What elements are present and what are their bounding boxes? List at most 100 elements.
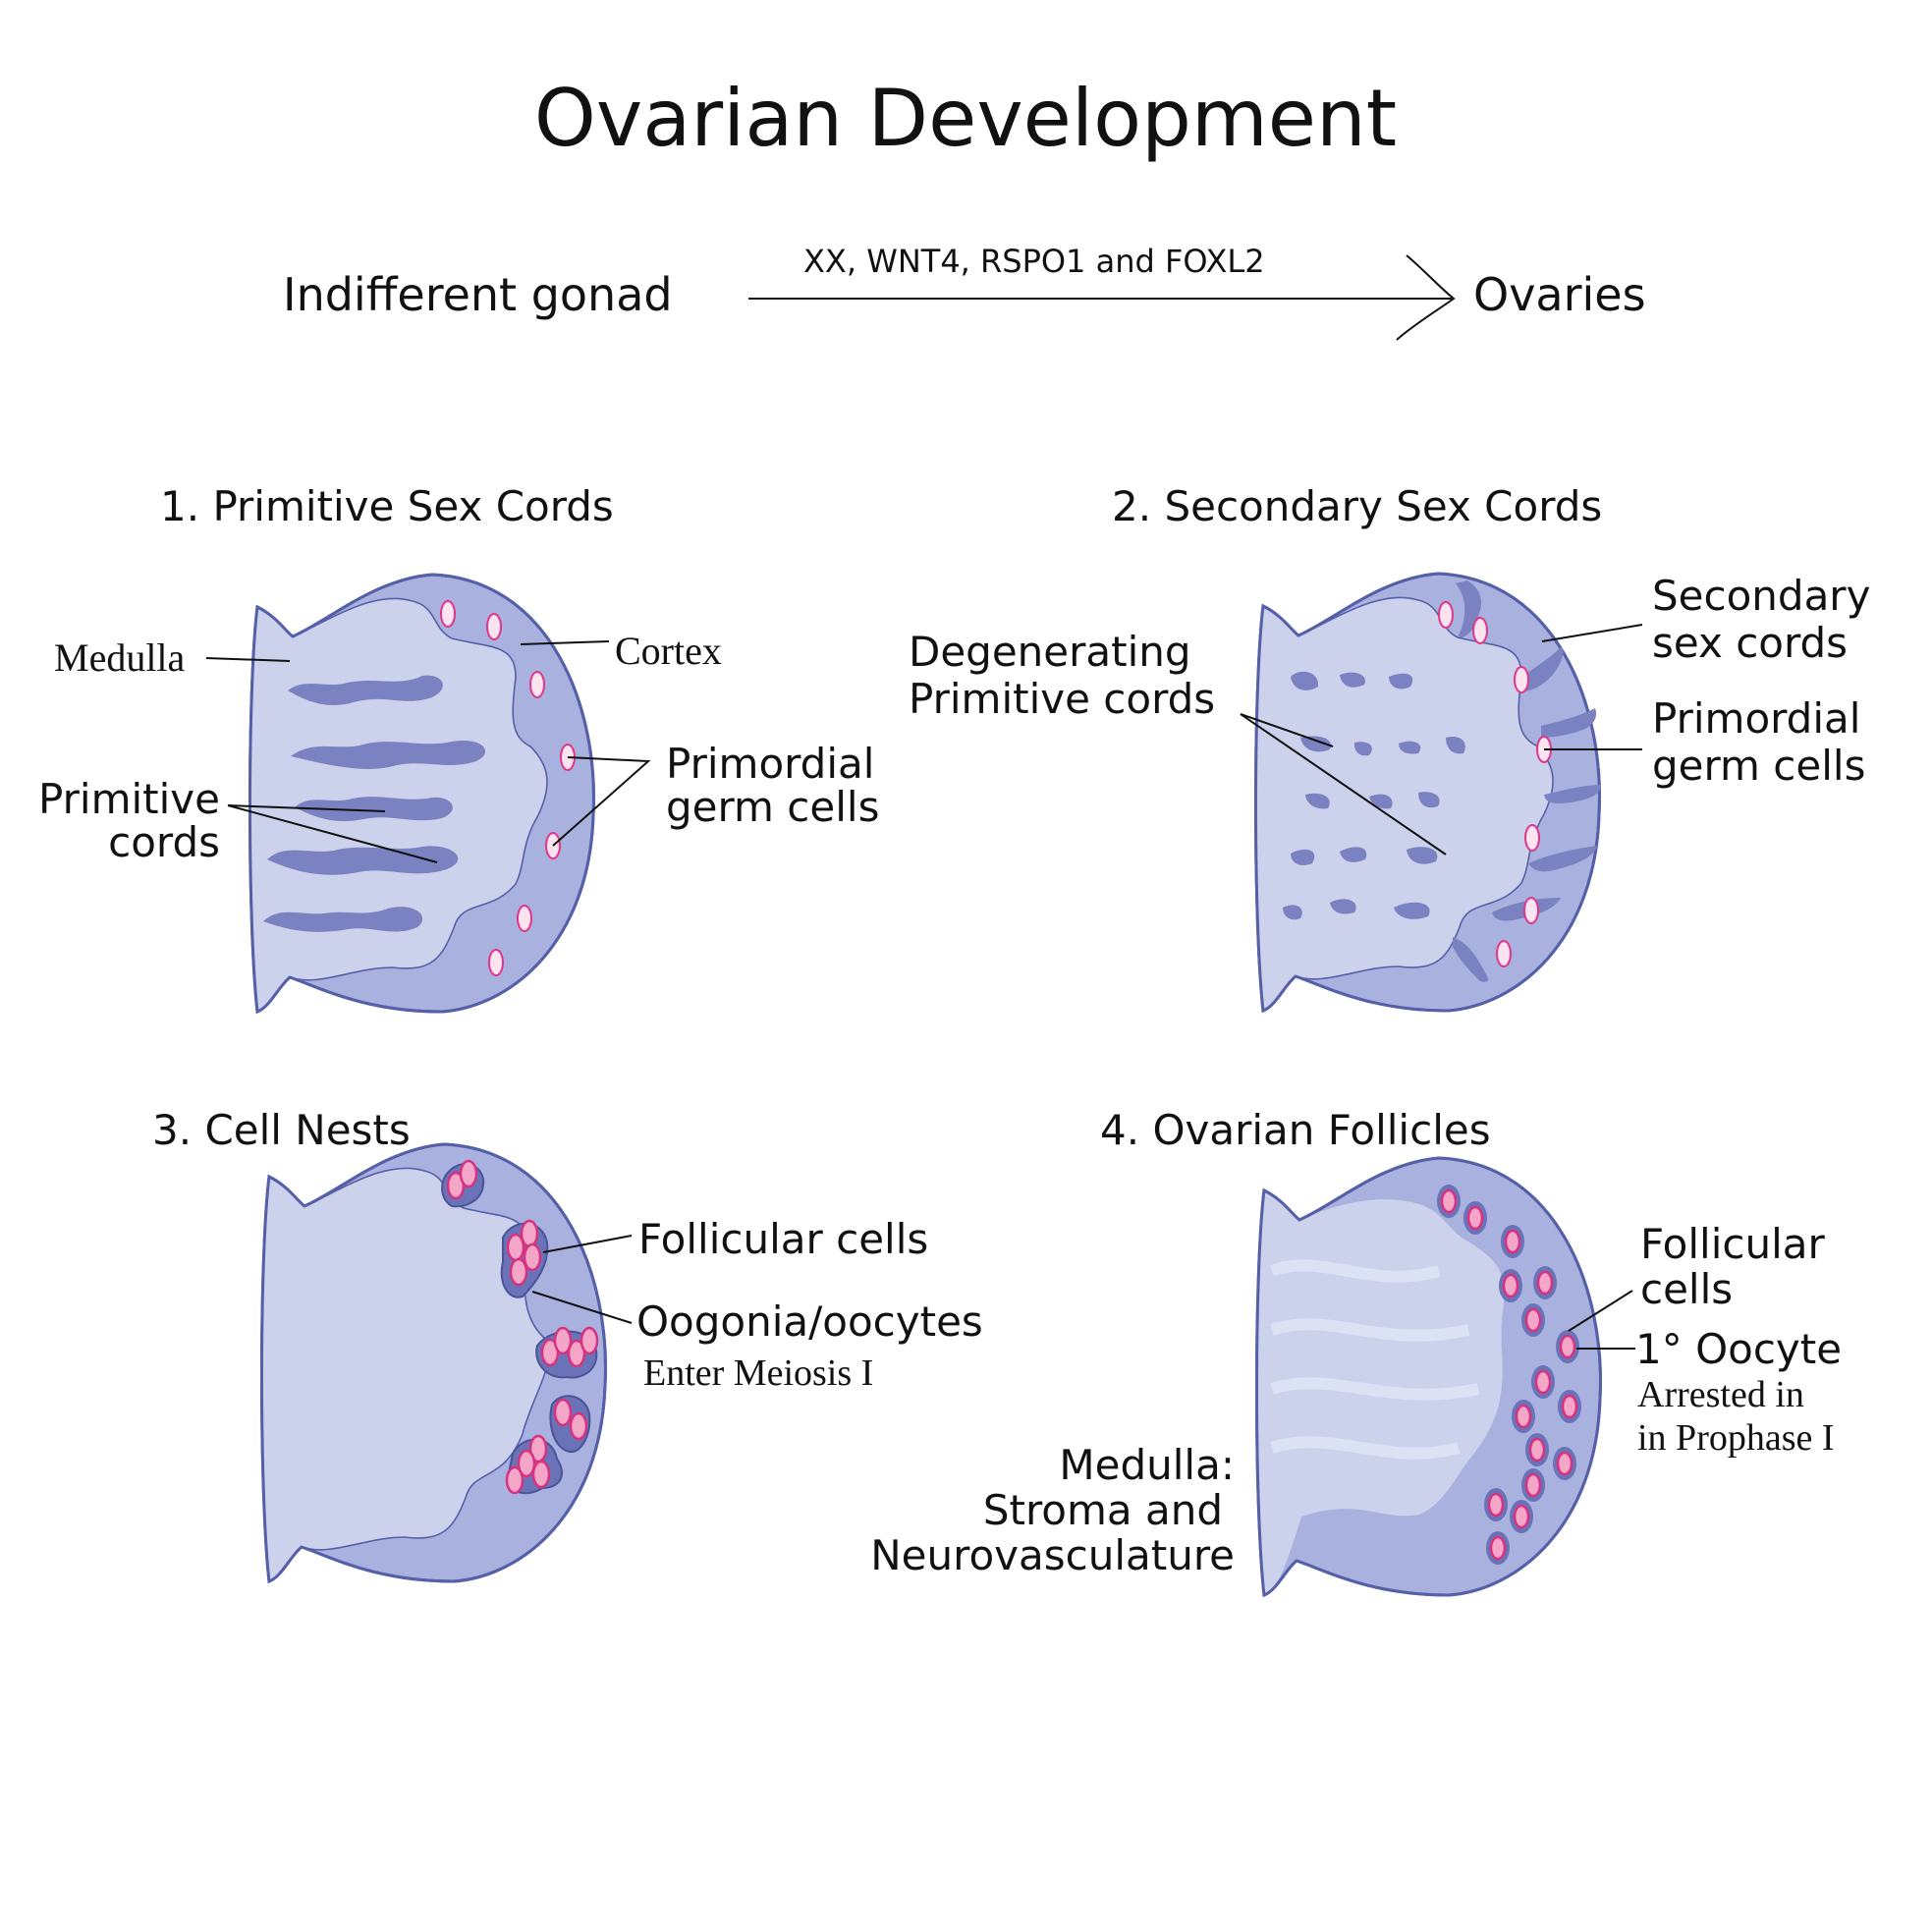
cord-fragment bbox=[1340, 847, 1367, 862]
secondary-sex-cord bbox=[1453, 937, 1489, 982]
label-follicular-cells: Follicular cells bbox=[638, 1215, 928, 1263]
label-oocyte: 1° Oocyte bbox=[1635, 1325, 1842, 1373]
follicle bbox=[1499, 1269, 1522, 1302]
primitive-cords bbox=[263, 675, 486, 932]
follicle bbox=[1556, 1330, 1579, 1363]
oocyte bbox=[517, 1449, 536, 1478]
oocyte bbox=[567, 1339, 586, 1368]
page-title: Ovarian Development bbox=[534, 73, 1397, 164]
leader-follicular-cells bbox=[542, 1235, 633, 1253]
secondary-sex-cord bbox=[1544, 785, 1601, 804]
oogonia-oocytes bbox=[446, 1159, 599, 1495]
germ-cell bbox=[1524, 824, 1540, 852]
secondary-sex-cord bbox=[1528, 846, 1597, 872]
cord-fragment bbox=[1394, 902, 1430, 919]
secondary-sex-cord bbox=[1541, 708, 1597, 738]
leader-oogonia bbox=[531, 1291, 633, 1324]
germ-cell bbox=[1523, 897, 1539, 924]
oocyte bbox=[569, 1411, 588, 1441]
cord-fragment bbox=[1389, 673, 1413, 690]
leader-cortex bbox=[520, 640, 610, 645]
primordial-germ-cells bbox=[1438, 601, 1552, 967]
germ-cell bbox=[486, 613, 502, 640]
cord-fragment bbox=[1353, 742, 1372, 756]
follicle bbox=[1510, 1500, 1533, 1533]
leader-secondary bbox=[1541, 624, 1643, 642]
panel-3-gonad bbox=[260, 1142, 607, 1584]
oocyte bbox=[509, 1257, 528, 1287]
cord-fragment bbox=[1418, 792, 1440, 808]
follicle bbox=[1484, 1488, 1508, 1521]
germ-cell bbox=[1496, 940, 1512, 967]
label-cortex: Cortex bbox=[615, 629, 722, 673]
germ-cell bbox=[1514, 666, 1529, 693]
oocyte bbox=[520, 1219, 539, 1248]
germ-cell bbox=[1438, 601, 1454, 629]
cord-fragment bbox=[1283, 905, 1302, 920]
cortex-boundary bbox=[301, 1167, 550, 1551]
panel-4-heading: 4. Ovarian Follicles bbox=[1100, 1106, 1491, 1154]
panel-1-gonad bbox=[248, 573, 595, 1014]
pathway-arrow-head-icon bbox=[1396, 254, 1456, 341]
secondary-sex-cord bbox=[1521, 647, 1564, 691]
pathway-end: Ovaries bbox=[1473, 268, 1646, 321]
primitive-cord bbox=[295, 797, 453, 822]
cord-fragment bbox=[1446, 736, 1465, 754]
oocyte bbox=[505, 1465, 524, 1495]
leader-primordial bbox=[552, 756, 651, 847]
cord-fragment bbox=[1300, 736, 1331, 752]
primitive-cord bbox=[267, 846, 459, 875]
follicle bbox=[1533, 1266, 1557, 1299]
cord-fragment bbox=[1399, 741, 1421, 754]
oocyte bbox=[531, 1460, 551, 1489]
follicle bbox=[1531, 1365, 1555, 1399]
leader-primitive bbox=[227, 804, 438, 863]
oocyte bbox=[553, 1326, 573, 1355]
germ-cell bbox=[517, 905, 532, 932]
germ-cell bbox=[488, 949, 504, 976]
cortex-boundary bbox=[1295, 596, 1554, 980]
primitive-cord bbox=[291, 741, 486, 769]
cord-fragment bbox=[1291, 849, 1315, 865]
leader-follicular-4 bbox=[1568, 1290, 1633, 1332]
primitive-cord bbox=[263, 907, 423, 932]
pathway-start: Indifferent gonad bbox=[283, 268, 673, 321]
panel-1-heading: 1. Primitive Sex Cords bbox=[160, 482, 614, 530]
cord-fragment bbox=[1340, 672, 1365, 688]
cortex-boundary bbox=[289, 597, 548, 981]
follicle bbox=[1486, 1531, 1510, 1565]
follicle bbox=[1463, 1201, 1487, 1235]
medulla bbox=[261, 1168, 549, 1581]
germ-cell bbox=[440, 600, 456, 628]
cord-fragment bbox=[1330, 899, 1356, 914]
stroma-waves bbox=[1269, 1259, 1480, 1460]
oocyte bbox=[580, 1326, 599, 1355]
germ-cell bbox=[529, 671, 545, 698]
follicle bbox=[1521, 1303, 1545, 1337]
primitive-cord bbox=[288, 675, 443, 705]
panel-2-gonad bbox=[1254, 572, 1601, 1013]
follicle bbox=[1553, 1447, 1576, 1480]
oocyte bbox=[459, 1159, 478, 1188]
follicle bbox=[1558, 1390, 1581, 1423]
leader-degenerating bbox=[1240, 713, 1447, 856]
follicle bbox=[1521, 1468, 1545, 1502]
follicle bbox=[1525, 1433, 1549, 1466]
panel-2-heading: 2. Secondary Sex Cords bbox=[1112, 482, 1602, 530]
panel-4-gonad bbox=[1255, 1156, 1602, 1598]
follicle bbox=[1437, 1185, 1461, 1218]
label-medulla: Medulla bbox=[54, 635, 186, 680]
pathway: Indifferent gonad XX, WNT4, RSPO1 and FO… bbox=[283, 243, 1646, 341]
cord-fragment bbox=[1305, 793, 1330, 809]
cord-fragment bbox=[1291, 671, 1319, 690]
follicle bbox=[1501, 1225, 1524, 1258]
degenerating-cords bbox=[1283, 671, 1465, 920]
